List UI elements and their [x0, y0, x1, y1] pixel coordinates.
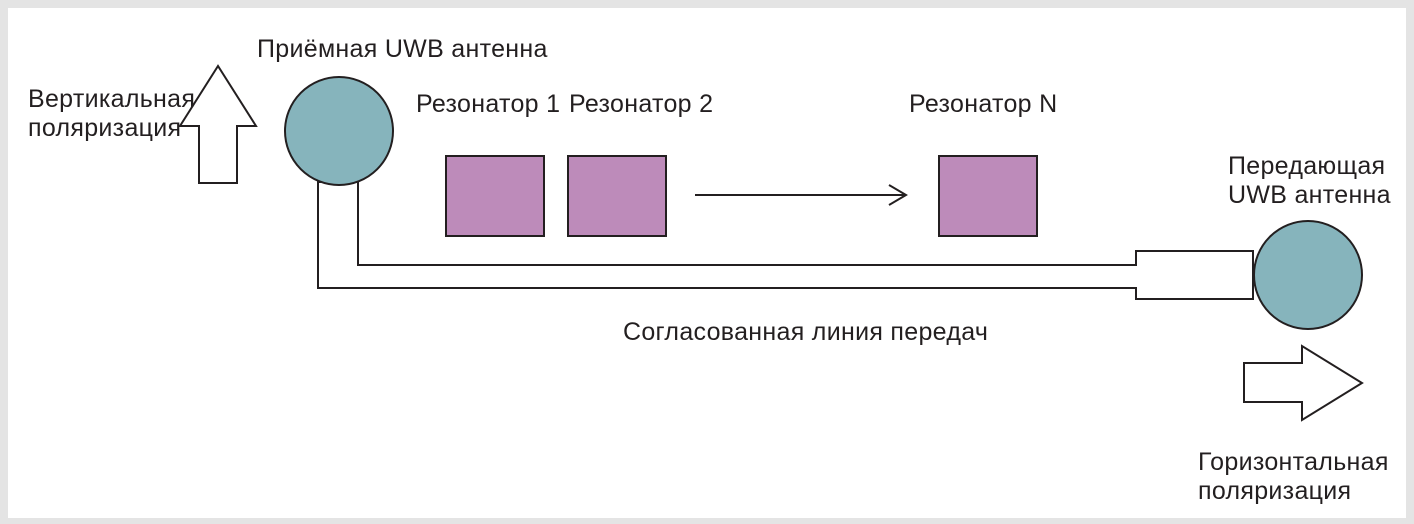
- vertical-polarization-arrow: [178, 64, 258, 184]
- resonator-2-block: [567, 155, 667, 237]
- resonator-n-block: [938, 155, 1038, 237]
- horizontal-polarization-arrow: [1243, 344, 1364, 422]
- vertical-polarization-line-2: поляризация: [28, 114, 181, 142]
- matched-line-label: Согласованная линия передач: [623, 318, 988, 346]
- vertical-polarization-label: Вертикальная поляризация: [28, 85, 202, 142]
- resonator-sequence-arrow: [695, 184, 908, 206]
- resonator-n-label: Резонатор N: [909, 90, 1057, 118]
- horizontal-polarization-line-2: поляризация: [1198, 477, 1351, 505]
- horizontal-polarization-label: Горизонтальная поляризация: [1198, 448, 1396, 505]
- resonator-2-label: Резонатор 2: [569, 90, 713, 118]
- transmitting-antenna-line-2: UWB антенна: [1228, 181, 1391, 209]
- vertical-polarization-line-1: Вертикальная: [28, 85, 195, 113]
- matched-transmission-line: [317, 181, 1254, 300]
- receiving-antenna: [284, 76, 394, 186]
- horizontal-polarization-line-1: Горизонтальная: [1198, 448, 1389, 476]
- transmitting-antenna: [1253, 220, 1363, 330]
- resonator-1-block: [445, 155, 545, 237]
- resonator-1-label: Резонатор 1: [416, 90, 560, 118]
- transmitting-antenna-line-1: Передающая: [1228, 152, 1385, 180]
- receiving-antenna-label: Приёмная UWB антенна: [257, 35, 548, 63]
- transmitting-antenna-label: Передающая UWB антенна: [1228, 152, 1393, 209]
